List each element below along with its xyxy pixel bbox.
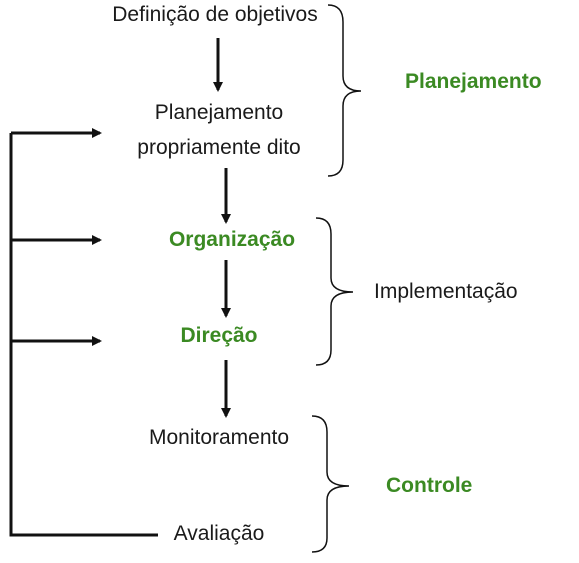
step-direcao: Direção	[180, 324, 258, 347]
step-planejamento-line2: propriamente dito	[137, 136, 301, 159]
brace-planejamento	[327, 4, 362, 177]
phase-controle: Controle	[386, 474, 473, 497]
step-definicao-objetivos: Definição de objetivos	[112, 3, 318, 26]
step-monitoramento: Monitoramento	[148, 426, 290, 449]
step-avaliacao: Avaliação	[173, 522, 265, 545]
brace-implementacao	[315, 217, 354, 366]
feedback-loop-line	[9, 133, 158, 537]
brace-controle	[311, 415, 350, 553]
step-planejamento-line1: Planejamento	[154, 101, 284, 124]
phase-implementacao: Implementação	[374, 280, 518, 303]
step-organizacao: Organização	[168, 228, 296, 251]
phase-planejamento: Planejamento	[405, 70, 542, 93]
